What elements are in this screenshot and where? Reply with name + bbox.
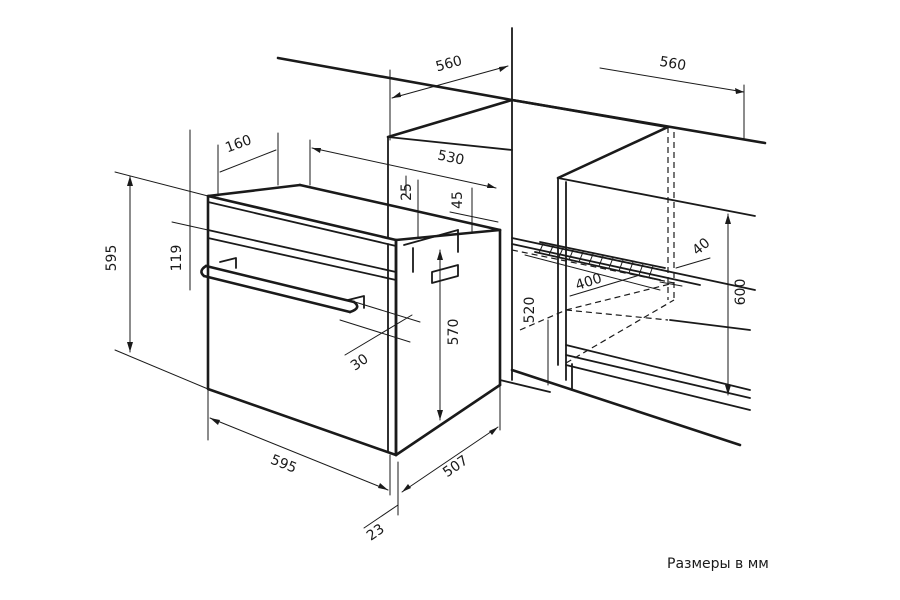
- oven-top-rim: [207, 201, 397, 247]
- dim-label-520: 520: [522, 297, 538, 324]
- dim-label-23: 23: [364, 521, 388, 544]
- handle-mount-left: [219, 257, 237, 269]
- vent-edge-top: [539, 241, 666, 269]
- handle-end-right: [348, 300, 359, 314]
- oven-front-panel: [206, 194, 398, 457]
- niche-right-top-side: [557, 177, 756, 217]
- niche-shelf-edge-3: [565, 364, 751, 411]
- vent-hatching: [538, 243, 654, 278]
- niche-hidden-floor-mid: [565, 299, 675, 364]
- oven-body: [206, 183, 502, 457]
- dim-label-560-left: 560: [434, 53, 464, 75]
- dim-label-595-width: 595: [268, 452, 299, 477]
- mount-bracket: [431, 264, 459, 284]
- dim-label-40: 40: [689, 235, 713, 259]
- niche-top-edge-left: [276, 56, 514, 102]
- dim-label-600: 600: [733, 279, 749, 306]
- oven-top-back-edge: [298, 183, 502, 232]
- dim-label-30: 30: [348, 351, 372, 374]
- niche-hidden-floor-left: [519, 309, 567, 331]
- niche-shelf-top-line: [511, 237, 756, 291]
- oven-top-left-edge: [206, 183, 302, 198]
- dimension-lines: [114, 65, 745, 529]
- handle-mount-right: [347, 295, 365, 309]
- niche-hidden-floor-diag: [565, 282, 675, 311]
- niche-top-front-diag: [386, 98, 514, 139]
- dim-label-119: 119: [169, 245, 185, 272]
- control-panel-bottom: [207, 237, 397, 281]
- niche-floor-front: [510, 368, 742, 447]
- niche-inner-top: [387, 136, 513, 151]
- dim-label-530: 530: [436, 147, 465, 168]
- niche-shelf-edge-1: [565, 344, 751, 391]
- control-panel-top: [207, 229, 397, 273]
- body-bottom-edge: [394, 383, 502, 457]
- dim-label-570: 570: [446, 319, 462, 346]
- niche-rear-right: [669, 319, 751, 331]
- oven-top-right-edge: [394, 228, 502, 242]
- dim-label-595-height: 595: [104, 245, 120, 272]
- dim-label-45: 45: [450, 191, 466, 209]
- units-caption: Размеры в мм: [667, 556, 769, 572]
- niche-base-left: [499, 379, 551, 393]
- dim-label-160: 160: [223, 132, 254, 156]
- handle-end-left: [200, 264, 208, 278]
- niche-shelf-inner-line: [511, 243, 701, 286]
- niche-top-back: [510, 98, 670, 129]
- niche-hidden-floor-back: [511, 249, 675, 284]
- dim-label-25: 25: [399, 183, 415, 201]
- dim-label-507: 507: [440, 453, 471, 481]
- niche-shelf-edge-2: [565, 354, 751, 399]
- oven-handle: [200, 257, 365, 314]
- body-top-lip: [403, 229, 459, 246]
- handle-bar-bottom: [202, 274, 352, 314]
- dim-label-400: 400: [574, 270, 604, 293]
- niche-hidden-floor-front: [565, 309, 669, 321]
- niche-right-top-diag: [556, 125, 670, 180]
- handle-bar-top: [204, 264, 356, 304]
- dim-label-560-right: 560: [658, 54, 687, 74]
- cabinet-niche: [276, 27, 767, 447]
